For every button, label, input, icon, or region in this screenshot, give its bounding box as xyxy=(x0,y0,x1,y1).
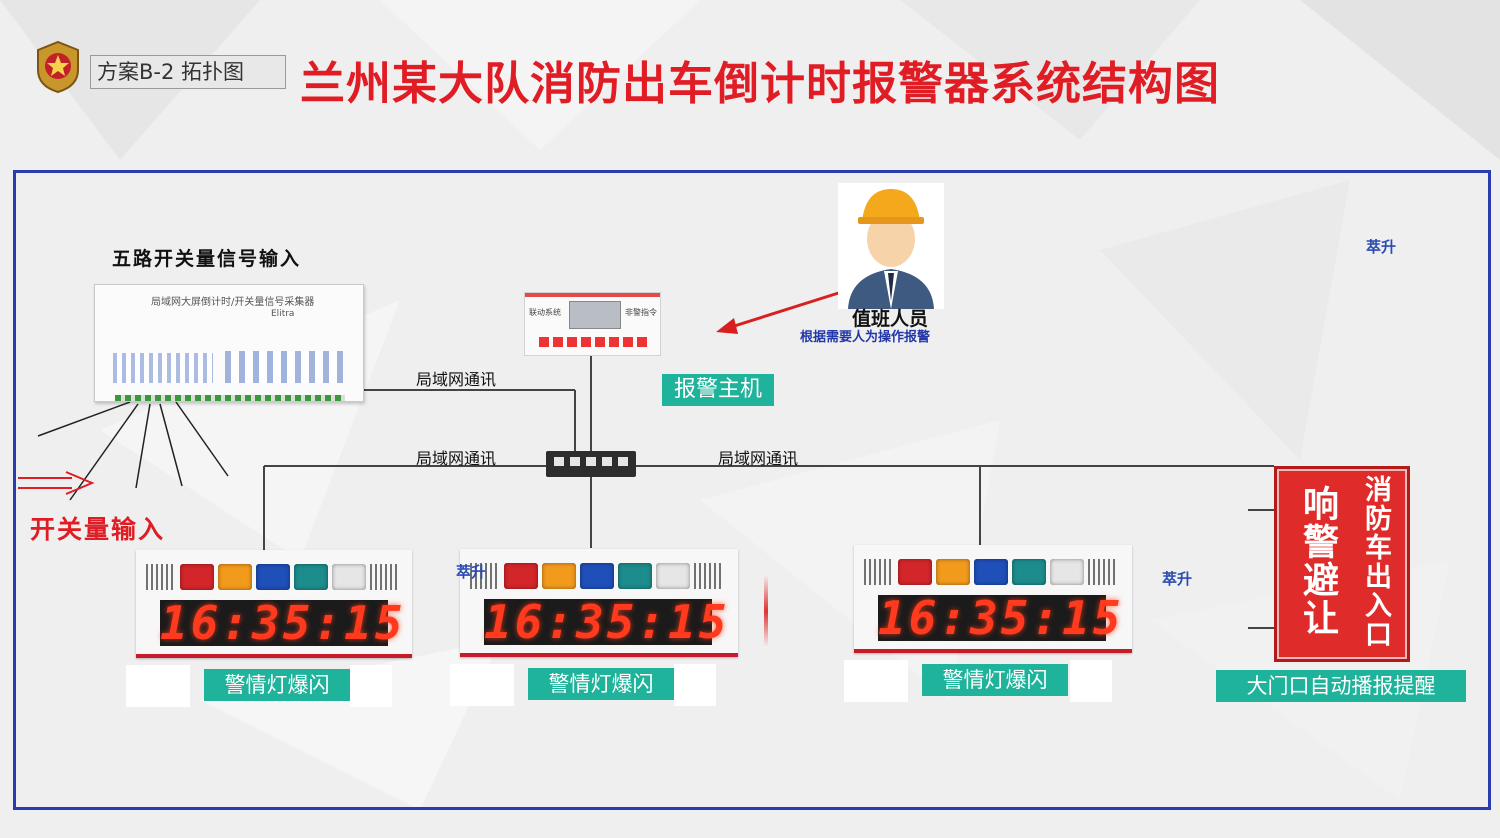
operator-role: 值班人员 xyxy=(852,308,929,330)
signal-collector-device: 局域网大屏倒计时/开关量信号采集器 Elitra xyxy=(94,284,364,402)
strobe-caption: 警情灯爆闪 xyxy=(204,669,350,701)
network-switch xyxy=(546,451,636,477)
operator-avatar xyxy=(838,183,944,309)
green-terminals xyxy=(115,395,345,401)
blue-lamp-icon xyxy=(256,564,290,590)
white-lamp-icon xyxy=(1050,559,1084,585)
teal-lamp-icon xyxy=(294,564,328,590)
teal-lamp-icon xyxy=(618,563,652,589)
red-lamp-icon xyxy=(898,559,932,585)
scheme-badge: 方案B-2 拓扑图 xyxy=(90,55,286,89)
operator-note: 根据需要人为操作报警 xyxy=(800,330,931,345)
white-lamp-icon xyxy=(656,563,690,589)
divider xyxy=(764,574,768,648)
lan-label: 局域网通讯 xyxy=(718,449,799,468)
host-right-text: 非警指令 xyxy=(625,308,657,317)
warning-lamps xyxy=(470,563,724,589)
blank-block xyxy=(674,664,716,706)
strobe-caption: 警情灯爆闪 xyxy=(528,668,674,700)
white-lamp-icon xyxy=(332,564,366,590)
orange-lamp-icon xyxy=(936,559,970,585)
warning-lamps xyxy=(146,564,400,590)
countdown-display: 16:35:15 xyxy=(854,545,1132,653)
teal-lamp-icon xyxy=(1012,559,1046,585)
red-lamp-icon xyxy=(180,564,214,590)
gate-warning-sign: 消防车出入口 响警避让 xyxy=(1274,466,1410,662)
countdown-led: 16:35:15 xyxy=(160,596,406,650)
watermark: 萃升 xyxy=(1366,238,1397,256)
fire-rescue-emblem-icon xyxy=(37,40,79,94)
warning-lamps xyxy=(864,559,1118,585)
countdown-display: 16:35:15 xyxy=(136,550,412,658)
switch-input-label: 开关量输入 xyxy=(30,515,166,544)
page-title: 兰州某大队消防出车倒计时报警器系统结构图 xyxy=(300,57,1221,110)
device-title: 五路开关量信号输入 xyxy=(112,248,302,270)
blank-block xyxy=(350,665,392,707)
blank-block xyxy=(1070,660,1112,702)
gate-sign-right-text: 消防车出入口 xyxy=(1360,475,1391,649)
input-arrow-icon xyxy=(18,471,95,495)
lan-label: 局域网通讯 xyxy=(416,449,497,468)
alarm-host-device: 联动系统 非警指令 xyxy=(524,292,661,356)
countdown-led: 16:35:15 xyxy=(484,595,730,649)
operator-arrow-icon xyxy=(716,288,849,334)
gate-sign-left-text: 响警避让 xyxy=(1297,485,1338,637)
gate-caption: 大门口自动播报提醒 xyxy=(1216,670,1466,702)
blank-block xyxy=(126,665,190,707)
watermark: 萃升 xyxy=(456,563,487,581)
alarm-host-label: 报警主机 xyxy=(662,374,774,406)
orange-lamp-icon xyxy=(218,564,252,590)
blue-lamp-icon xyxy=(580,563,614,589)
orange-lamp-icon xyxy=(542,563,576,589)
host-left-text: 联动系统 xyxy=(529,308,561,317)
device-card-title: 局域网大屏倒计时/开关量信号采集器 xyxy=(151,297,315,308)
diagram-frame xyxy=(13,170,1491,810)
blank-block xyxy=(450,664,514,706)
lan-label: 局域网通讯 xyxy=(416,370,497,389)
device-card-brand: Elitra xyxy=(271,309,295,319)
blue-lamp-icon xyxy=(974,559,1008,585)
red-lamp-icon xyxy=(504,563,538,589)
terminal-strip xyxy=(225,351,343,383)
watermark: 萃升 xyxy=(1162,570,1193,588)
countdown-led: 16:35:15 xyxy=(878,591,1124,645)
countdown-display: 16:35:15 萃升 xyxy=(456,549,738,657)
blank-block xyxy=(844,660,908,702)
terminal-strip xyxy=(113,353,213,383)
worker-icon xyxy=(848,189,934,309)
strobe-caption: 警情灯爆闪 xyxy=(922,664,1068,696)
